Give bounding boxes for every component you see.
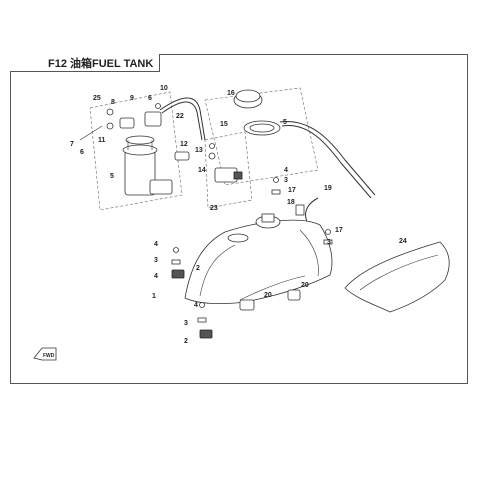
diagram-frame <box>10 54 468 384</box>
callout-number: 8 <box>111 99 115 106</box>
callout-number: 20 <box>264 292 272 299</box>
callout-number: 20 <box>301 282 309 289</box>
callout-number: 7 <box>70 141 74 148</box>
callout-number: 2 <box>184 338 188 345</box>
callout-number: 6 <box>148 95 152 102</box>
callout-number: 3 <box>327 239 331 246</box>
callout-number: 17 <box>288 187 296 194</box>
right-mounting-hardware <box>271 177 333 245</box>
left-mounting-hardware <box>171 247 213 339</box>
callout-number: 25 <box>93 95 101 102</box>
title-tab: F12 油箱FUEL TANK <box>10 54 160 72</box>
callout-number: 3 <box>284 177 288 184</box>
callout-number: 4 <box>154 273 158 280</box>
callout-number: 1 <box>152 293 156 300</box>
callout-number: 18 <box>287 199 295 206</box>
callout-number: 4 <box>194 302 198 309</box>
fuel-hose-upper-inner <box>161 101 203 141</box>
fwd-arrow: FWD <box>33 347 57 361</box>
callout-number: 12 <box>180 141 188 148</box>
group-box-fuel-pump-assembly <box>89 91 183 211</box>
callout-number: 5 <box>283 119 287 126</box>
callout-number: 24 <box>399 238 407 245</box>
callout-number: 10 <box>160 85 168 92</box>
grommets <box>239 289 301 311</box>
breather-hose-inner <box>281 125 372 199</box>
callout-number: 3 <box>184 320 188 327</box>
callout-number: 23 <box>210 205 218 212</box>
callout-number: 19 <box>324 185 332 192</box>
group-box-filter-assembly <box>204 131 253 209</box>
callout-number: 17 <box>335 227 343 234</box>
diagram-title: F12 油箱FUEL TANK <box>48 58 154 70</box>
callout-number: 6 <box>80 149 84 156</box>
heat-shield-edge <box>359 254 439 291</box>
callout-number: 5 <box>110 173 114 180</box>
heat-shield <box>344 241 450 313</box>
callout-number: 2 <box>196 265 200 272</box>
callout-number: 15 <box>220 121 228 128</box>
callout-number: 14 <box>198 167 206 174</box>
breather-hose <box>279 121 376 196</box>
pump-fittings <box>79 103 162 141</box>
fuel-cap <box>233 89 281 136</box>
callout-number: 4 <box>154 241 158 248</box>
fuel-tank <box>184 213 333 305</box>
callout-number: 16 <box>227 90 235 97</box>
callout-number: 4 <box>284 167 288 174</box>
callout-number: 11 <box>98 137 106 144</box>
fuel-hose-upper <box>159 97 206 141</box>
callout-number: 3 <box>154 257 158 264</box>
callout-number: 22 <box>176 113 184 120</box>
fuel-filter <box>174 143 243 183</box>
fwd-label: FWD <box>43 353 55 359</box>
callout-number: 9 <box>130 95 134 102</box>
callout-number: 13 <box>195 147 203 154</box>
fuel-pump-assembly <box>122 135 173 196</box>
